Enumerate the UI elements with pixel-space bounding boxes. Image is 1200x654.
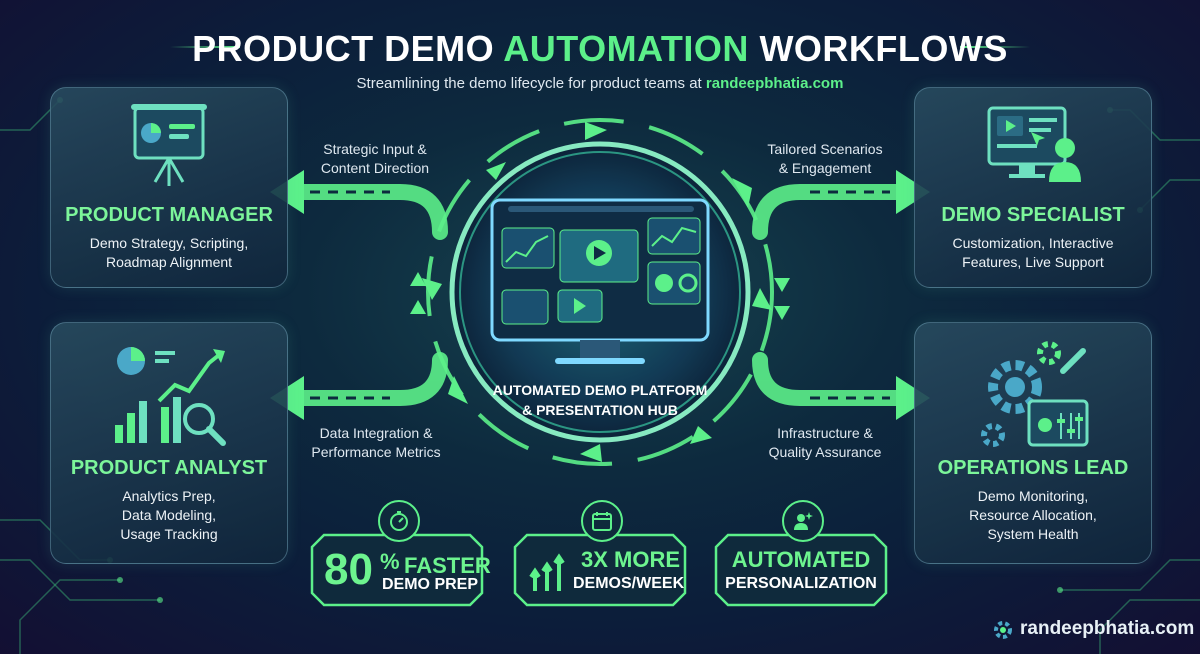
role-description: Analytics Prep, Data Modeling, Usage Tra…: [61, 487, 277, 544]
calendar-icon: [581, 500, 623, 542]
title-decor-left: [170, 46, 240, 48]
brand-logo-icon: [994, 621, 1012, 639]
hub-label: AUTOMATED DEMO PLATFORM & PRESENTATION H…: [480, 380, 720, 420]
role-description: Demo Strategy, Scripting, Roadmap Alignm…: [61, 234, 277, 272]
stat-percent: %: [380, 549, 400, 574]
flow-label-line: Data Integration &: [319, 425, 433, 441]
flow-label-top-right: Tailored Scenarios & Engagement: [750, 140, 900, 178]
hub-label-line2: & PRESENTATION HUB: [522, 402, 678, 418]
role-title: PRODUCT MANAGER: [65, 204, 273, 226]
role-description: Customization, Interactive Features, Liv…: [925, 234, 1141, 272]
role-description-line: Demo Monitoring,: [977, 488, 1089, 504]
screen-user-icon: [987, 106, 1081, 182]
title-part2: WORKFLOWS: [759, 28, 1008, 69]
flow-label-line: Content Direction: [320, 160, 430, 176]
card-product-analyst: PRODUCT ANALYST Analytics Prep, Data Mod…: [50, 322, 288, 564]
flow-label-top-left: Strategic Input & Content Direction: [300, 140, 450, 178]
stat-number: 80: [324, 545, 373, 594]
flow-label-line: Tailored Scenarios: [767, 141, 883, 157]
stat-line2: PERSONALIZATION: [725, 575, 877, 592]
analytics-chart-icon: [115, 347, 226, 446]
stat-line1: AUTOMATED: [731, 547, 871, 572]
growth-arrows-icon: [529, 553, 565, 591]
flow-label-line: Strategic Input &: [323, 141, 427, 157]
flow-label-line: Quality Assurance: [768, 444, 882, 460]
flow-label-line: Infrastructure &: [777, 425, 873, 441]
title-part1: PRODUCT DEMO: [192, 28, 495, 69]
stat-automated-personalization: AUTOMATED PERSONALIZATION: [714, 500, 888, 607]
role-description-line: Roadmap Alignment: [105, 254, 233, 270]
role-description-line: System Health: [987, 526, 1079, 542]
hub-label-line1: AUTOMATED DEMO PLATFORM: [492, 382, 708, 398]
stat-line1: 3X MORE: [581, 547, 681, 572]
user-sparkle-icon: [782, 500, 824, 542]
stopwatch-icon: [378, 500, 420, 542]
stat-more-demos: 3X MORE DEMOS/WEEK: [513, 500, 687, 607]
flow-label-bottom-left: Data Integration & Performance Metrics: [296, 424, 456, 462]
title-accent: AUTOMATION: [503, 28, 749, 69]
role-title: PRODUCT ANALYST: [70, 457, 268, 479]
role-title: DEMO SPECIALIST: [941, 204, 1125, 226]
brand-link[interactable]: randeepbhatia.com: [1020, 618, 1195, 639]
flow-label-bottom-right: Infrastructure & Quality Assurance: [750, 424, 900, 462]
stat-sub: DEMO PREP: [382, 576, 479, 593]
stat-faster-demo-prep: 80 % FASTER DEMO PREP: [310, 500, 491, 607]
role-description-line: Analytics Prep,: [122, 488, 216, 504]
card-product-manager: PRODUCT MANAGER Demo Strategy, Scripting…: [50, 87, 288, 288]
stat-line2: DEMOS/WEEK: [573, 575, 685, 592]
role-description-line: Data Modeling,: [121, 507, 217, 523]
stat-word: FASTER: [404, 553, 491, 578]
card-demo-specialist: DEMO SPECIALIST Customization, Interacti…: [914, 87, 1152, 288]
title-decor-right: [960, 46, 1030, 48]
role-description: Demo Monitoring, Resource Allocation, Sy…: [925, 487, 1141, 544]
role-description-line: Demo Strategy, Scripting,: [89, 235, 249, 251]
role-description-line: Features, Live Support: [962, 254, 1104, 270]
card-operations-lead: OPERATIONS LEAD Demo Monitoring, Resourc…: [914, 322, 1152, 564]
subtitle-text: Streamlining the demo lifecycle for prod…: [356, 75, 702, 92]
stat-frame: [310, 533, 484, 607]
role-description-line: Resource Allocation,: [969, 507, 1097, 523]
role-description-line: Customization, Interactive: [952, 235, 1114, 251]
flow-label-line: Performance Metrics: [311, 444, 441, 460]
flow-label-line: & Engagement: [778, 160, 872, 176]
role-title: OPERATIONS LEAD: [937, 457, 1129, 479]
subtitle-link[interactable]: randeepbhatia.com: [705, 75, 844, 92]
page-subtitle: Streamlining the demo lifecycle for prod…: [0, 75, 1200, 92]
page-title: PRODUCT DEMO AUTOMATION WORKFLOWS: [0, 28, 1200, 70]
presentation-board-icon: [131, 104, 207, 186]
gears-wrench-icon: [981, 341, 1089, 447]
role-description-line: Usage Tracking: [120, 526, 218, 542]
stat-frame: [714, 533, 888, 607]
